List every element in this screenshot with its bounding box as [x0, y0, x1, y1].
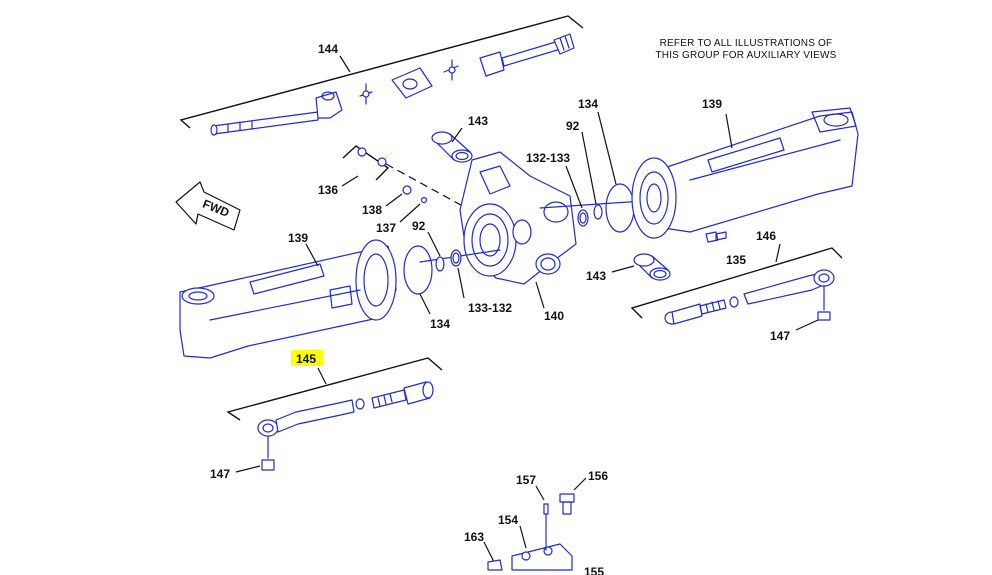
callout-135[interactable]: 135 [726, 253, 746, 267]
bolt-156-head [559, 493, 575, 503]
nut-147-left [261, 459, 275, 471]
assembly-axis-dash [385, 163, 471, 211]
oring-134-left [403, 245, 433, 295]
bracket-145 [226, 357, 443, 421]
part-138 [402, 185, 412, 195]
left-housing-flange [355, 239, 397, 321]
housing-port [535, 253, 561, 275]
bracket-146 [630, 247, 843, 319]
axle-housing-left-139: 139 [179, 231, 397, 359]
shaft-end [210, 124, 218, 136]
callout-145[interactable]: 145 [296, 352, 316, 366]
note-line-2: THIS GROUP FOR AUXILIARY VIEWS [655, 50, 836, 61]
bottom-mount-group: 157 156 154 163 155 [464, 469, 608, 575]
callout-139-left[interactable]: 139 [288, 231, 308, 245]
callout-143-top[interactable]: 143 [468, 114, 488, 128]
callout-137[interactable]: 137 [376, 221, 396, 235]
callout-147-right[interactable]: 147 [770, 329, 790, 343]
part-163 [487, 559, 503, 571]
highlight-145 [291, 350, 323, 366]
part-137 [420, 196, 428, 204]
differential-housing-140: 140 [459, 151, 577, 323]
shaft-body [212, 111, 319, 135]
axle-housing-right-139: 139 [631, 97, 859, 239]
callout-143-mid[interactable]: 143 [586, 269, 606, 283]
left-housing-badge [329, 285, 353, 309]
callout-156[interactable]: 156 [588, 469, 608, 483]
splined-shaft [501, 39, 565, 67]
sleeve-143-mid: 143 [586, 253, 671, 283]
callout-154[interactable]: 154 [498, 513, 518, 527]
yoke-left [315, 91, 343, 119]
callout-132-133[interactable]: 132-133 [526, 151, 570, 165]
callout-92-top[interactable]: 92 [566, 119, 580, 133]
callout-147-left[interactable]: 147 [210, 467, 230, 481]
forward-direction-arrow: FWD [175, 181, 241, 231]
fwd-arrow-shape [175, 181, 241, 231]
sleeve-143-top: 143 [431, 114, 488, 163]
callout-134-top[interactable]: 134 [578, 97, 598, 111]
callout-133-132[interactable]: 133-132 [468, 301, 512, 315]
right-housing-flange [631, 157, 677, 239]
oring-92-left [435, 256, 445, 272]
callout-134-left[interactable]: 134 [430, 317, 450, 331]
mount-154 [511, 543, 573, 571]
pin-157 [543, 503, 549, 515]
nut-147-right [817, 311, 831, 321]
bracket-144 [179, 15, 584, 129]
callout-139-right[interactable]: 139 [702, 97, 722, 111]
oring-92-right [593, 204, 603, 220]
oring-134-right [605, 183, 635, 233]
bolt-135: 135 [705, 231, 746, 267]
yoke-right [479, 51, 505, 77]
left-seal-group: 92 134 133-132 [403, 219, 512, 331]
small-fastener-group: 136 138 137 [318, 145, 471, 235]
center-yoke [391, 67, 433, 99]
note-line-1: REFER TO ALL ILLUSTRATIONS OF [660, 38, 833, 49]
callout-163[interactable]: 163 [464, 530, 484, 544]
callout-146[interactable]: 146 [756, 229, 776, 243]
washer-136-a [357, 147, 367, 157]
washer-136-b [377, 157, 387, 167]
callout-140[interactable]: 140 [544, 309, 564, 323]
bracket-136 [342, 145, 390, 181]
callout-92-left[interactable]: 92 [412, 219, 426, 233]
callout-144[interactable]: 144 [318, 42, 338, 56]
right-seal-group: 132-133 92 134 [526, 97, 659, 233]
callout-157[interactable]: 157 [516, 473, 536, 487]
callout-138[interactable]: 138 [362, 203, 382, 217]
callout-136[interactable]: 136 [318, 183, 338, 197]
callout-155[interactable]: 155 [584, 565, 604, 575]
tie-rod-assembly-146: 146 147 [630, 229, 843, 343]
driveshaft-assembly: 144 [179, 15, 584, 136]
auxiliary-views-note: REFER TO ALL ILLUSTRATIONS OF THIS GROUP… [655, 38, 836, 61]
tie-rod-assembly-145: 145 147 [210, 350, 443, 481]
